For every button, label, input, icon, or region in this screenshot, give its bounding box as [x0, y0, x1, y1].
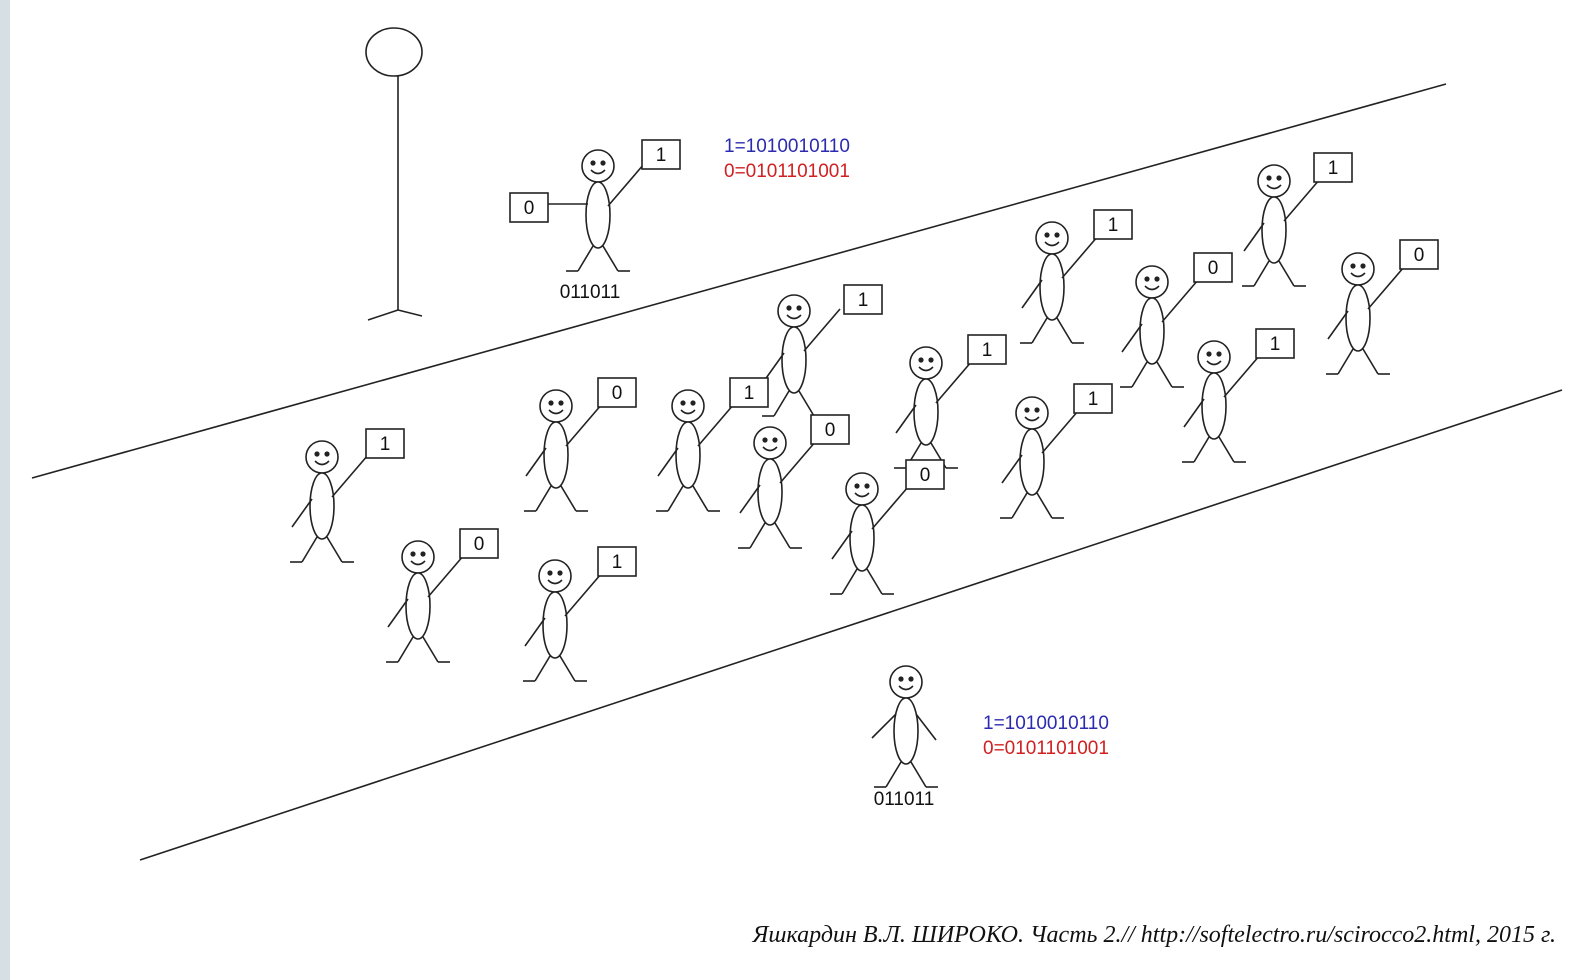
svg-text:1: 1: [1270, 334, 1281, 355]
svg-text:0: 0: [612, 383, 623, 404]
svg-text:1: 1: [656, 145, 667, 166]
crowd-person-13: [1182, 340, 1261, 463]
body: [543, 421, 569, 489]
sender-sign-one: 1: [641, 139, 681, 170]
citation-text: Яшкардин В.Л. ШИРОКО. Часть 2.// http://…: [752, 922, 1556, 948]
head: [889, 665, 923, 699]
body: [757, 458, 783, 526]
crowd-person-12: [1120, 265, 1199, 388]
svg-text:1: 1: [858, 290, 869, 311]
crowd-sign-14: 1: [1313, 152, 1353, 183]
body: [781, 326, 807, 394]
svg-text:1: 1: [744, 383, 755, 404]
body: [542, 591, 568, 659]
crowd-sign-2: 0: [459, 528, 499, 559]
crowd-sign-13: 1: [1255, 328, 1295, 359]
crowd-person-7: [762, 294, 841, 417]
head: [581, 149, 615, 183]
body: [1261, 196, 1287, 264]
receiver-sequence-label: 011011: [874, 789, 935, 810]
crowd-sign-4: 0: [597, 377, 637, 408]
crowd-person-3: [523, 559, 602, 682]
crowd-sign-6: 0: [810, 414, 850, 445]
svg-text:0: 0: [920, 465, 931, 486]
crowd-sign-10: 1: [1073, 383, 1113, 414]
crowd-sign-9: 1: [967, 334, 1007, 365]
crowd-person-5: [656, 389, 735, 512]
crowd-sign-12: 0: [1193, 252, 1233, 283]
stick-figures: 1 0 1 0 1 0 1 0 1 1 1 0 1 1 0 0 1: [290, 139, 1439, 788]
head: [845, 472, 879, 506]
sender-sequence-label: 011011: [560, 282, 621, 303]
crowd-person-4: [524, 389, 603, 512]
body: [893, 697, 919, 765]
legend-bottom-one: 1=1010010110: [983, 713, 1109, 734]
head: [1257, 164, 1291, 198]
crowd-person-1: [290, 440, 369, 563]
head: [1197, 340, 1231, 374]
svg-text:1: 1: [1328, 158, 1339, 179]
body: [1201, 372, 1227, 440]
head: [1341, 252, 1375, 286]
svg-text:1: 1: [380, 434, 391, 455]
head: [539, 389, 573, 423]
body: [1039, 253, 1065, 321]
crowd-sign-8: 0: [905, 459, 945, 490]
body: [585, 181, 611, 249]
body: [309, 472, 335, 540]
head: [1035, 221, 1069, 255]
body: [1345, 284, 1371, 352]
svg-text:0: 0: [825, 420, 836, 441]
head: [671, 389, 705, 423]
body: [913, 378, 939, 446]
body: [675, 421, 701, 489]
legend-bottom-zero: 0=0101101001: [983, 738, 1109, 759]
body: [1019, 428, 1045, 496]
head: [777, 294, 811, 328]
crowd-person-6: [738, 426, 817, 549]
body: [405, 572, 431, 640]
crowd-sign-7: 1: [843, 284, 883, 315]
svg-text:0: 0: [524, 198, 535, 219]
crowd-sign-3: 1: [597, 546, 637, 577]
road-lower-edge: [139, 389, 1563, 861]
svg-text:0: 0: [474, 534, 485, 555]
receiver-person: [871, 665, 938, 788]
crowd-sign-15: 0: [1399, 239, 1439, 270]
head: [1015, 396, 1049, 430]
crowd-person-14: [1242, 164, 1321, 287]
svg-text:1: 1: [612, 552, 623, 573]
crowd-person-8: [830, 472, 909, 595]
head: [401, 540, 435, 574]
svg-text:1: 1: [982, 340, 993, 361]
svg-text:0: 0: [1414, 245, 1425, 266]
crowd-person-15: [1326, 252, 1405, 375]
diagram-scene: 1=1010010110 0=0101101001 1=1010010110 0…: [31, 27, 1563, 861]
crowd-person-10: [1000, 396, 1079, 519]
head: [1135, 265, 1169, 299]
svg-text:0: 0: [1208, 258, 1219, 279]
legend-top-zero: 0=0101101001: [724, 161, 850, 182]
road-upper-edge: [31, 83, 1447, 479]
lamp-post: [365, 27, 423, 321]
sender-person: [548, 149, 645, 272]
head: [909, 346, 943, 380]
svg-text:1: 1: [1108, 215, 1119, 236]
body: [849, 504, 875, 572]
crowd-sign-1: 1: [365, 428, 405, 459]
legend-top-one: 1=1010010110: [724, 136, 850, 157]
head: [753, 426, 787, 460]
sender-sign-zero: 0: [509, 192, 549, 223]
body: [1139, 297, 1165, 365]
crowd-sign-5: 1: [729, 377, 769, 408]
crowd-sign-11: 1: [1093, 209, 1133, 240]
diagram-canvas: 1=1010010110 0=0101101001 1=1010010110 0…: [10, 0, 1594, 980]
crowd-person-2: [386, 540, 465, 663]
crowd-person-9: [894, 346, 973, 469]
head: [305, 440, 339, 474]
head: [538, 559, 572, 593]
svg-text:1: 1: [1088, 389, 1099, 410]
crowd-person-11: [1020, 221, 1099, 344]
